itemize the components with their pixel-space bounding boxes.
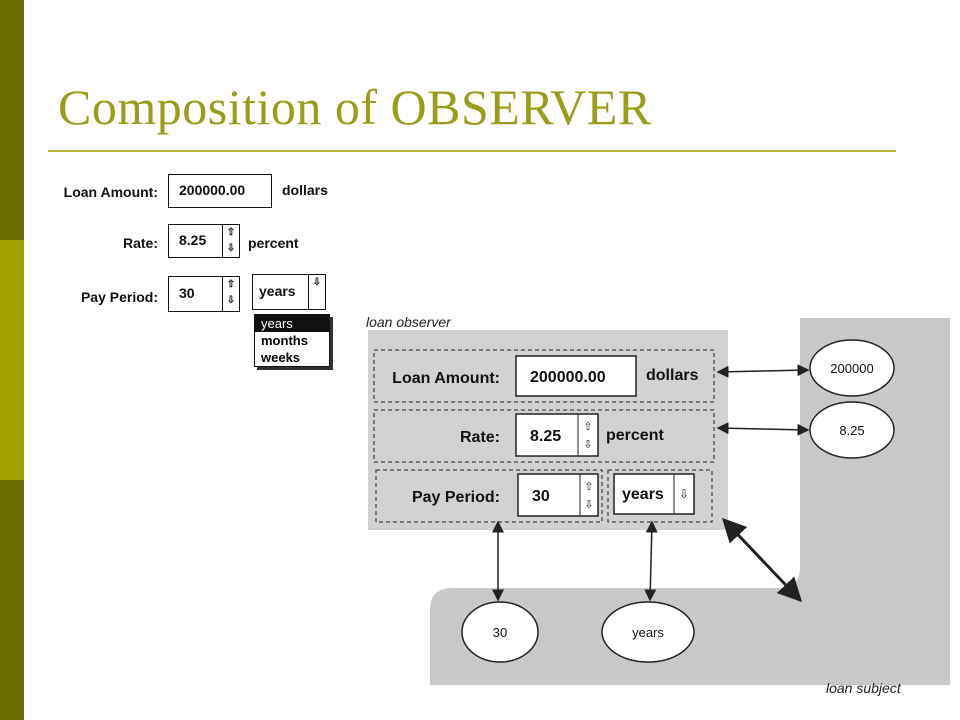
pay-period-unit-select[interactable]: years ⇩ (252, 274, 326, 310)
dropdown-option-months[interactable]: months (261, 333, 308, 348)
chevron-down-icon: ⇩ (679, 487, 689, 501)
loan-subject-region (430, 318, 950, 685)
down-arrow-icon: ⇩ (584, 499, 593, 511)
loan-amount-unit: dollars (282, 182, 328, 198)
up-arrow-icon[interactable]: ⇧ (226, 227, 236, 238)
subject-caption: loan subject (826, 680, 902, 696)
loan-amount-label: Loan Amount: (63, 184, 158, 200)
observer-unit: percent (606, 427, 664, 444)
rate-field[interactable]: 8.25 ⇧⇩ (168, 224, 240, 258)
observer-select-box (613, 473, 695, 515)
loan-amount-field[interactable]: 200000.00 (168, 174, 272, 208)
observer-value-box (515, 355, 637, 397)
observer-row-label: Pay Period: (412, 489, 500, 506)
rate-label: Rate: (122, 235, 158, 251)
decor-strip-top (0, 0, 24, 240)
subject-node-period-value: 30 (493, 625, 507, 640)
pay-period-value: 30 (179, 285, 195, 301)
subject-node-amount (809, 339, 895, 397)
pay-period-label: Pay Period: (80, 289, 158, 305)
observer-value-box (517, 473, 599, 517)
dropdown-option-years[interactable]: years (255, 315, 329, 332)
subject-node-unit-value: years (632, 625, 664, 640)
subject-node-unit (601, 601, 695, 663)
rate-unit: percent (248, 235, 299, 251)
subject-node-rate (809, 401, 895, 459)
select-value: years (259, 283, 296, 299)
observer-value-box (515, 413, 599, 457)
observer-row-rate (373, 409, 715, 463)
unit-dropdown-list: years months weeks (254, 314, 330, 367)
link-rate (716, 422, 810, 436)
up-arrow-icon: ⇧ (583, 421, 592, 433)
down-arrow-icon: ⇩ (583, 439, 592, 451)
observer-row-label: Loan Amount: (392, 370, 500, 387)
observer-value: 8.25 (530, 428, 561, 445)
pay-period-field[interactable]: 30 ⇧⇩ (168, 276, 240, 312)
up-arrow-icon: ⇧ (584, 481, 593, 493)
subject-node-period (461, 601, 539, 663)
title-divider (48, 150, 896, 152)
observer-row-loan-amount (373, 349, 715, 403)
pay-period-stepper[interactable]: ⇧⇩ (222, 277, 239, 311)
observer-row-label: Rate: (460, 429, 500, 446)
decor-strip-bottom (0, 480, 24, 720)
observer-value: 200000.00 (530, 369, 606, 386)
observer-caption: loan observer (366, 314, 452, 330)
rate-stepper[interactable]: ⇧⇩ (222, 225, 239, 257)
slide-title: Composition of OBSERVER (58, 79, 652, 135)
chevron-down-icon[interactable]: ⇩ (308, 275, 325, 309)
down-arrow-icon[interactable]: ⇩ (226, 295, 236, 306)
decor-strip-middle (0, 240, 24, 480)
observer-row-pay-unit (607, 469, 713, 523)
observer-unit: dollars (646, 367, 699, 384)
down-arrow-icon[interactable]: ⇩ (226, 243, 236, 254)
observer-select-value: years (622, 486, 664, 503)
observer-row-pay-period (375, 469, 603, 523)
link-unit (644, 520, 658, 602)
link-amount (716, 364, 810, 378)
subject-node-amount-value: 200000 (830, 361, 873, 376)
observer-value: 30 (532, 488, 550, 505)
up-arrow-icon[interactable]: ⇧ (226, 279, 236, 290)
dropdown-option-weeks[interactable]: weeks (261, 350, 301, 365)
link-observer-subject (721, 517, 803, 603)
rate-value: 8.25 (179, 232, 207, 248)
subject-node-rate-value: 8.25 (839, 423, 864, 438)
